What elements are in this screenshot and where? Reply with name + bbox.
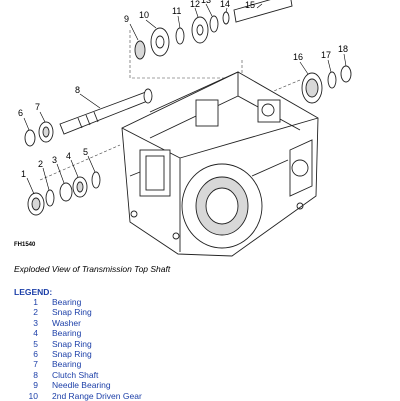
callout-leaders bbox=[23, 3, 347, 195]
assembly-guide-line bbox=[129, 30, 243, 79]
callout-6: 6 bbox=[18, 108, 23, 118]
legend-item-number: 6 bbox=[33, 348, 38, 359]
legend-item: 7 Bearing bbox=[14, 359, 142, 369]
top-gear-cluster bbox=[134, 0, 293, 60]
legend-item-number: 5 bbox=[33, 338, 38, 349]
legend-item-number: 8 bbox=[33, 369, 38, 380]
legend-item-label: Snap Ring bbox=[52, 338, 92, 349]
legend-item: 2 Snap Ring bbox=[14, 307, 142, 317]
callout-1: 1 bbox=[21, 169, 26, 179]
callout-15: 15 bbox=[245, 0, 255, 10]
legend-item: 5 Snap Ring bbox=[14, 339, 142, 349]
callout-12: 12 bbox=[190, 0, 200, 9]
lower-bearing-stack bbox=[27, 171, 101, 216]
legend-item-label: Bearing bbox=[52, 359, 82, 370]
callout-13: 13 bbox=[201, 0, 211, 5]
callout-5: 5 bbox=[83, 147, 88, 157]
legend-item-label: Snap Ring bbox=[52, 307, 92, 318]
legend-title: LEGEND: bbox=[14, 287, 53, 297]
legend-item-number: 2 bbox=[33, 307, 38, 318]
assembly-guide-line bbox=[39, 144, 121, 181]
callout-7: 7 bbox=[35, 102, 40, 112]
legend-item-number: 7 bbox=[33, 359, 38, 370]
legend-item-label: Washer bbox=[52, 317, 81, 328]
clutch-shaft-group bbox=[24, 88, 153, 147]
transmission-housing bbox=[121, 71, 319, 257]
legend-item: 9 Needle Bearing bbox=[14, 380, 142, 390]
exploded-view-diagram: 1 2 3 4 5 6 7 8 9 10 11 12 13 14 15 16 1… bbox=[18, 0, 352, 257]
legend-item-label: Bearing bbox=[52, 328, 82, 339]
callout-labels: 1 2 3 4 5 6 7 8 9 10 11 12 13 14 15 16 1… bbox=[18, 0, 348, 179]
callout-8: 8 bbox=[75, 85, 80, 95]
callout-2: 2 bbox=[38, 159, 43, 169]
assembly-guide-line bbox=[261, 79, 301, 97]
legend-item-label: 2nd Range Driven Gear bbox=[52, 390, 142, 401]
legend-item-label: Bearing bbox=[52, 297, 82, 307]
legend-item-number: 9 bbox=[33, 380, 38, 391]
legend-item: 8 Clutch Shaft bbox=[14, 370, 142, 380]
callout-11: 11 bbox=[172, 6, 181, 16]
callout-18: 18 bbox=[338, 44, 348, 54]
legend-item-number: 10 bbox=[28, 390, 38, 401]
legend-item-label: Clutch Shaft bbox=[52, 369, 99, 380]
legend-item: 3 Washer bbox=[14, 318, 142, 328]
legend-item: 1 Bearing bbox=[14, 297, 142, 307]
callout-17: 17 bbox=[321, 50, 331, 60]
legend-item: 6 Snap Ring bbox=[14, 349, 142, 359]
legend-item-label: Snap Ring bbox=[52, 348, 92, 359]
figure-caption: Exploded View of Transmission Top Shaft bbox=[14, 264, 171, 274]
callout-16: 16 bbox=[293, 52, 303, 62]
figure-code: FH1540 bbox=[14, 242, 36, 248]
legend-item-number: 3 bbox=[33, 317, 38, 328]
callout-14: 14 bbox=[220, 0, 230, 9]
callout-3: 3 bbox=[52, 155, 57, 165]
legend-item-number: 1 bbox=[33, 297, 38, 307]
legend-item-number: 4 bbox=[33, 328, 38, 339]
callout-10: 10 bbox=[139, 10, 149, 20]
legend-item: 4 Bearing bbox=[14, 328, 142, 338]
legend-item-label: Needle Bearing bbox=[52, 380, 111, 391]
callout-4: 4 bbox=[66, 151, 71, 161]
callout-9: 9 bbox=[124, 14, 129, 24]
legend-item: 10 2nd Range Driven Gear bbox=[14, 391, 142, 401]
bearing-16-group bbox=[301, 65, 352, 104]
